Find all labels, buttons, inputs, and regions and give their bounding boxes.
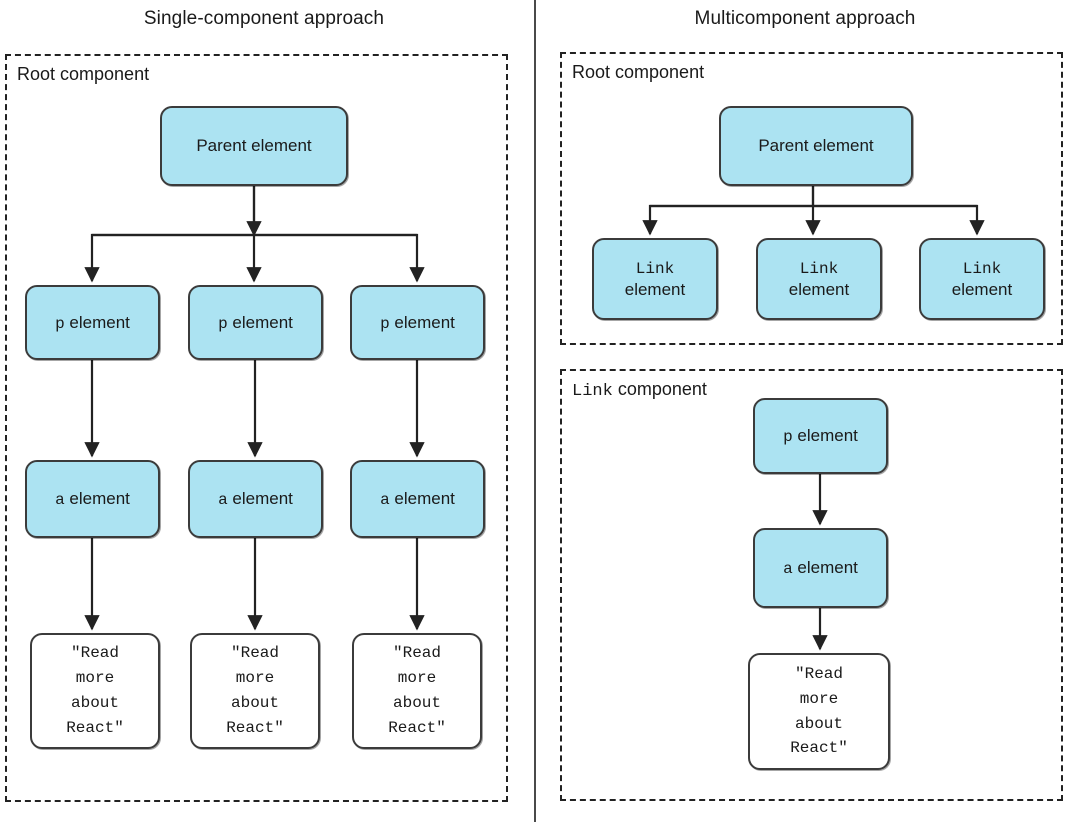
node-right-link-tag-1: Link	[635, 260, 675, 279]
node-left-a-element-3[interactable]: a element	[350, 460, 485, 538]
container-right-root-component	[560, 52, 1063, 345]
node-left-p-suffix-2: element	[227, 312, 293, 332]
container-label-left-root: Root component	[17, 64, 150, 84]
container-label-right-root: Root component	[572, 62, 705, 82]
node-left-a-tag-2: a	[218, 491, 228, 509]
node-left-text-label-2: "Read more about React"	[226, 644, 284, 737]
container-right-link-component	[560, 369, 1063, 801]
node-right-text[interactable]: "Read more about React"	[748, 653, 890, 770]
node-left-text-1[interactable]: "Read more about React"	[30, 633, 160, 749]
node-right-link-suffix-3: element	[951, 280, 1013, 300]
node-left-a-suffix-2: element	[227, 489, 293, 508]
node-right-p-suffix: element	[792, 426, 858, 445]
node-left-a-suffix-3: element	[389, 489, 455, 508]
panel-title-left: Single-component approach	[143, 8, 385, 29]
node-left-a-element-2[interactable]: a element	[188, 460, 323, 538]
node-right-a-suffix: element	[792, 558, 858, 577]
node-left-p-tag-3: p	[380, 314, 390, 333]
node-left-parent-label: Parent element	[196, 136, 312, 156]
node-left-text-label-1: "Read more about React"	[66, 644, 124, 737]
node-left-a-tag-1: a	[55, 491, 65, 509]
node-right-parent-label: Parent element	[758, 136, 874, 156]
node-right-p-tag: p	[783, 428, 793, 446]
node-right-link-suffix-2: element	[788, 280, 850, 300]
node-left-p-element-1[interactable]: p element	[25, 285, 160, 360]
node-left-p-element-2[interactable]: p element	[188, 285, 323, 360]
container-left-root-component	[5, 54, 508, 802]
node-right-link-tag-2: Link	[799, 260, 839, 279]
node-left-text-3[interactable]: "Read more about React"	[352, 633, 482, 749]
node-left-a-element-1[interactable]: a element	[25, 460, 160, 538]
node-right-a-element[interactable]: a element	[753, 528, 888, 608]
node-left-p-tag-1: p	[55, 314, 65, 333]
node-right-text-label: "Read more about React"	[790, 664, 848, 758]
node-right-parent-element[interactable]: Parent element	[719, 106, 913, 186]
panel-divider	[534, 0, 536, 822]
node-left-p-tag-2: p	[218, 314, 228, 333]
node-left-a-tag-3: a	[380, 491, 390, 509]
node-left-p-element-3[interactable]: p element	[350, 285, 485, 360]
container-label-right-link-suffix: component	[612, 379, 707, 399]
node-left-parent-element[interactable]: Parent element	[160, 106, 348, 186]
node-right-p-element[interactable]: p element	[753, 398, 888, 474]
node-right-link-tag-3: Link	[962, 260, 1002, 279]
node-left-a-suffix-1: element	[64, 489, 130, 508]
node-right-a-tag: a	[783, 560, 793, 578]
node-left-text-2[interactable]: "Read more about React"	[190, 633, 320, 749]
node-left-text-label-3: "Read more about React"	[388, 644, 446, 737]
container-label-right-link: Link component	[572, 379, 707, 401]
node-left-p-suffix-1: element	[64, 312, 130, 332]
node-left-p-suffix-3: element	[389, 312, 455, 332]
container-label-right-link-tag: Link	[572, 382, 613, 401]
node-right-link-suffix-1: element	[624, 280, 686, 300]
panel-title-right: Multicomponent approach	[694, 8, 916, 29]
